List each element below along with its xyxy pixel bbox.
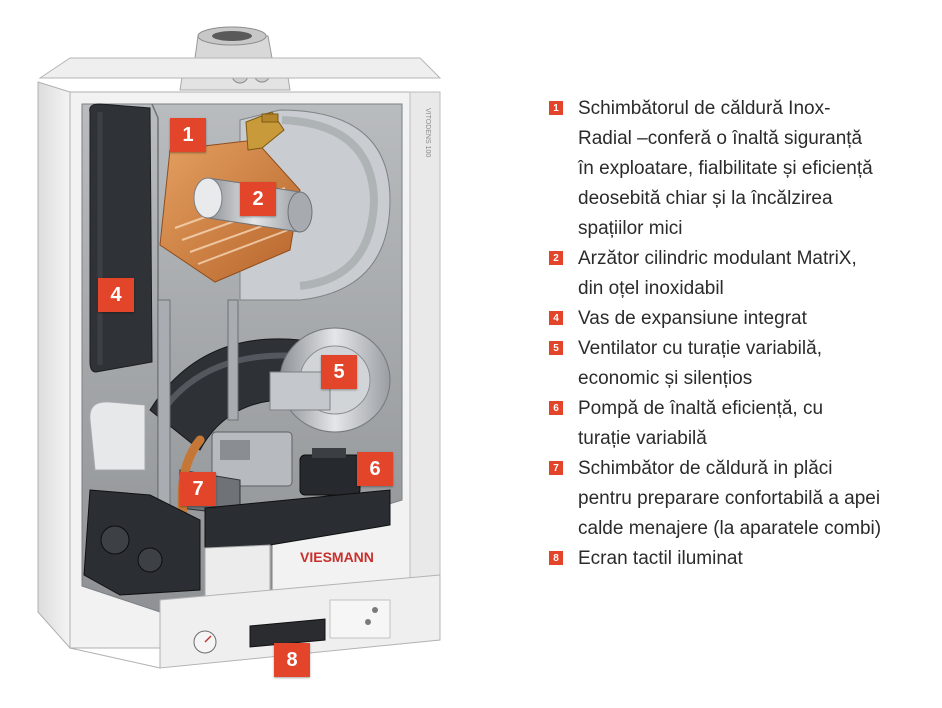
legend-item-8: 8 Ecran tactil iluminat	[549, 544, 939, 574]
legend-item-4: 4 Vas de expansiune integrat	[549, 304, 939, 334]
side-model-label: VITODENS 100	[424, 108, 431, 157]
legend-text: Arzător cilindric modulant MatriX, din o…	[578, 248, 857, 299]
callout-2: 2	[240, 182, 276, 216]
component-legend: 1 Schimbătorul de căldură Inox- Radial –…	[549, 94, 939, 574]
legend-number: 7	[549, 461, 563, 475]
callout-4: 4	[98, 278, 134, 312]
legend-text: Schimbător de căldură in plăci pentru pr…	[578, 458, 882, 539]
legend-text: Pompă de înaltă eficiență, cu turație va…	[578, 398, 824, 449]
pump-body	[299, 454, 361, 496]
casing-left-side	[37, 81, 71, 650]
pipe-mid	[227, 299, 239, 421]
callout-1: 1	[170, 118, 206, 152]
legend-item-7: 7 Schimbător de căldură in plăci pentru …	[549, 454, 939, 544]
legend-number: 5	[549, 341, 563, 355]
fan-inlet-pipe	[269, 371, 331, 411]
legend-text: Ecran tactil iluminat	[578, 548, 743, 569]
legend-item-2: 2 Arzător cilindric modulant MatriX, din…	[549, 244, 939, 304]
legend-text: Vas de expansiune integrat	[578, 308, 807, 329]
touch-display	[249, 618, 326, 648]
legend-number: 1	[549, 101, 563, 115]
legend-item-5: 5 Ventilator cu turație variabilă, econo…	[549, 334, 939, 394]
legend-text: Ventilator cu turație variabilă, economi…	[578, 338, 822, 389]
white-fitting	[89, 401, 146, 471]
legend-item-6: 6 Pompă de înaltă eficiență, cu turație …	[549, 394, 939, 454]
control-unit	[204, 489, 391, 549]
legend-item-1: 1 Schimbătorul de căldură Inox- Radial –…	[549, 94, 939, 244]
callout-5: 5	[321, 355, 357, 389]
hydraulic-block	[83, 489, 201, 596]
pipe-left	[157, 299, 171, 521]
callout-6: 6	[357, 452, 393, 486]
legend-number: 8	[549, 551, 563, 565]
control-panel-area	[329, 599, 391, 639]
casing-right-edge	[409, 91, 441, 579]
callout-8: 8	[274, 643, 310, 677]
boiler-illustration: VITODENS 100	[37, 26, 442, 677]
legend-number: 4	[549, 311, 563, 325]
legend-number: 2	[549, 251, 563, 265]
callout-7: 7	[180, 472, 216, 506]
boiler-cutaway-drawing: VITODENS 100	[37, 26, 442, 669]
casing-top	[38, 57, 442, 79]
brand-logo: VIESMANN	[300, 549, 374, 565]
legend-text: Schimbătorul de căldură Inox- Radial –co…	[578, 98, 873, 239]
legend-number: 6	[549, 401, 563, 415]
